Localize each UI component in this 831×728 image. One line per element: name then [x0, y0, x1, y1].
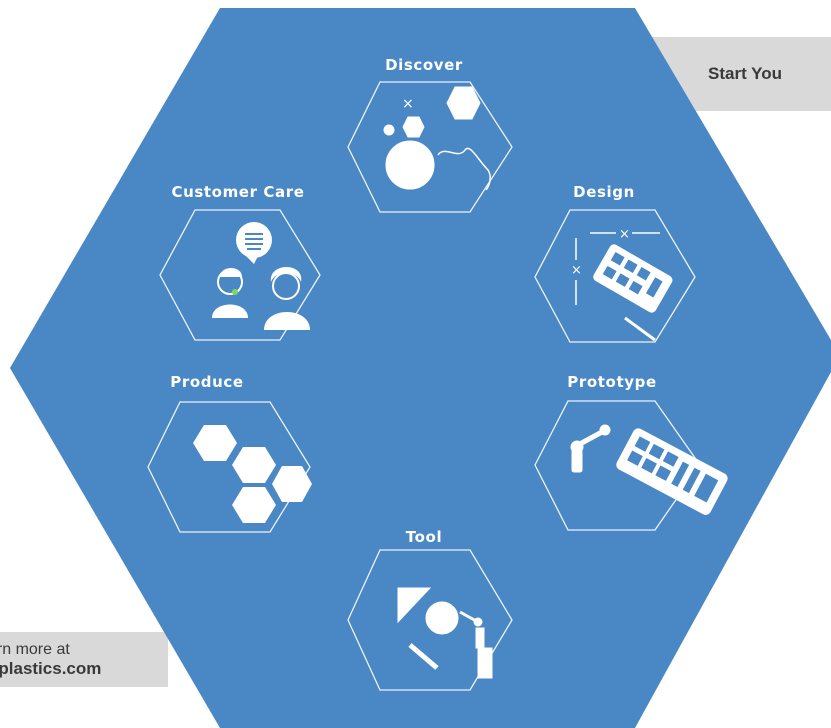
prototype-robot-arm-icon: [570, 424, 728, 515]
svg-text:×: ×: [619, 227, 630, 242]
svg-text:×: ×: [571, 263, 582, 278]
design-frame: [534, 209, 696, 343]
discover-frame: [347, 81, 513, 213]
produce-label: Produce: [170, 373, 243, 391]
tool-frame: [347, 549, 513, 691]
design-blueprint-icon: × ×: [571, 227, 673, 342]
discover-label: Discover: [385, 56, 463, 74]
svg-text:×: ×: [402, 96, 414, 112]
produce-hexagons-icon: [193, 425, 312, 523]
tool-shapes-icon: [397, 587, 493, 679]
learn-more-callout[interactable]: arn more at oplastics.com: [0, 632, 168, 687]
learn-more-line1: arn more at: [0, 641, 70, 658]
produce-frame: [147, 401, 311, 533]
customer-care-people-icon: [212, 222, 310, 330]
customer-care-frame: [159, 209, 321, 341]
prototype-frame: [534, 400, 701, 531]
discover-shapes-icon: ×: [383, 86, 491, 191]
customer-care-label: Customer Care: [171, 183, 304, 201]
main-hexagon: [10, 8, 831, 728]
prototype-label: Prototype: [567, 373, 656, 391]
start-callout-text: Start You: [708, 64, 782, 83]
tool-label: Tool: [406, 528, 442, 546]
learn-more-url[interactable]: oplastics.com: [0, 659, 102, 678]
design-label: Design: [573, 183, 635, 201]
